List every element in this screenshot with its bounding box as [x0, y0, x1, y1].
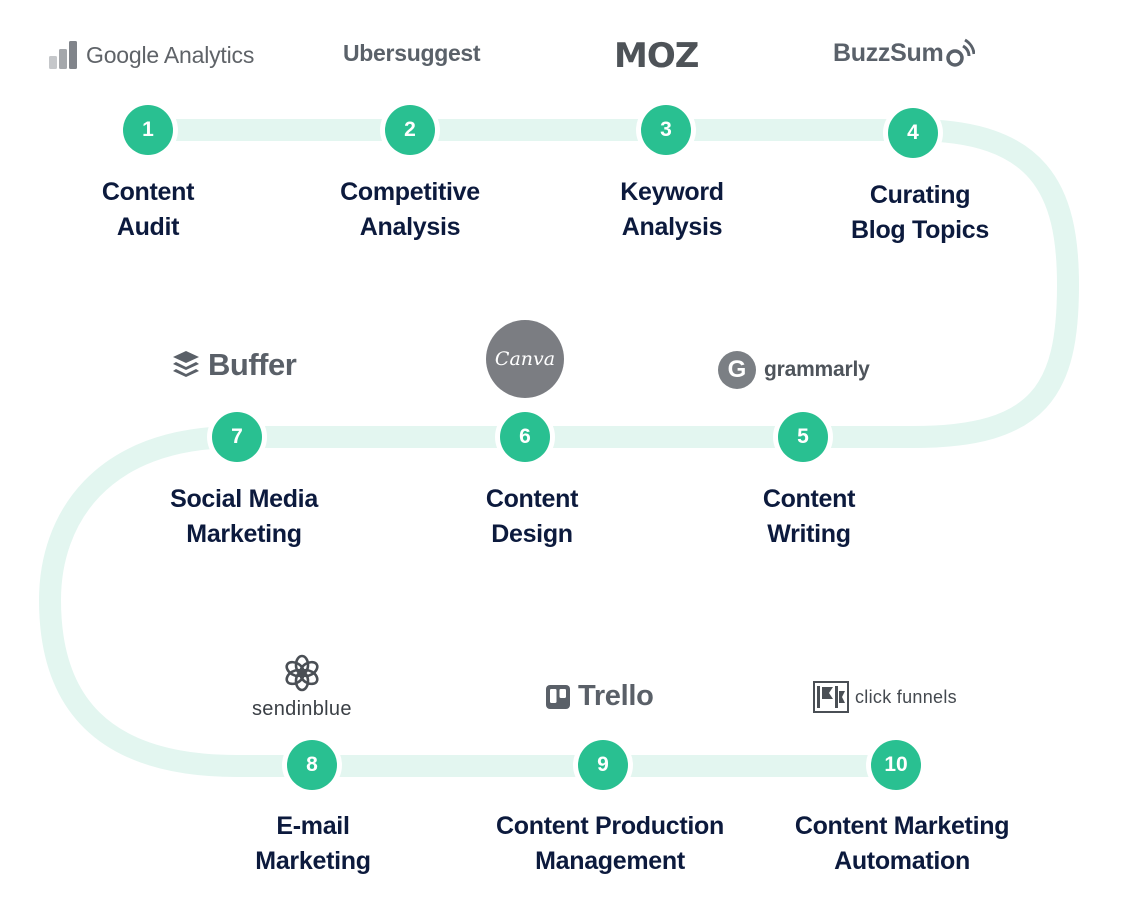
step-label-line: Keyword [620, 178, 724, 206]
step-label-line: Automation [834, 847, 970, 875]
step-label-line: Analysis [621, 213, 723, 241]
step-number-badge: 5 [778, 412, 828, 462]
sendinblue-logo: sendinblue [252, 654, 352, 721]
step-label-line: Marketing [255, 847, 371, 875]
bar-chart-icon [49, 41, 77, 69]
step-label-line: Audit [116, 213, 180, 241]
buffer-text: Buffer [208, 347, 297, 382]
step-label-line: Social Media [170, 485, 318, 513]
step-number-badge: 3 [641, 105, 691, 155]
ubersuggest-text: Ubersuggest [343, 40, 481, 66]
step-number-badge: 4 [888, 108, 938, 158]
sendinblue-text: sendinblue [252, 698, 352, 720]
funnel-flag-icon [813, 681, 849, 713]
trello-text: Trello [578, 680, 654, 712]
trello-logo: Trello [546, 680, 654, 713]
buzzsumo-text: BuzzSum [833, 38, 944, 67]
step-label: Content Production Management [450, 809, 770, 879]
stack-layers-icon [173, 351, 199, 377]
step-label-line: Content Production [496, 812, 724, 840]
step-label-line: Content Marketing [794, 812, 1010, 840]
google-analytics-logo: Google Analytics [48, 40, 254, 70]
step-label: Content Design [372, 482, 692, 552]
step-label-line: Analysis [359, 213, 461, 241]
step-number-badge: 9 [578, 740, 628, 790]
step-number-badge: 7 [212, 412, 262, 462]
ubersuggest-logo: Ubersuggest [343, 40, 481, 67]
step-number-badge: 1 [123, 105, 173, 155]
buzzsumo-logo: BuzzSum [833, 38, 976, 68]
step-label-line: Management [535, 847, 685, 875]
step-label: Competitive Analysis [250, 175, 570, 245]
step-label: Content Audit [0, 175, 308, 245]
moz-text: MOZ [614, 36, 699, 76]
step-label-line: Blog Topics [851, 216, 989, 244]
step-label: Content Writing [649, 482, 969, 552]
step-label: Curating Blog Topics [760, 178, 1080, 248]
step-label-line: Writing [767, 520, 851, 548]
google-analytics-text: Google Analytics [86, 41, 255, 68]
step-label-line: Curating [869, 181, 971, 209]
step-label-line: Marketing [186, 520, 302, 548]
step-label-line: Design [491, 520, 573, 548]
buffer-logo: Buffer [172, 347, 297, 383]
step-label: Content Marketing Automation [742, 809, 1062, 879]
step-label-line: Competitive [340, 178, 480, 206]
step-label: E-mail Marketing [153, 809, 473, 879]
g-circle-icon: G [718, 351, 756, 389]
grammarly-text: grammarly [764, 358, 870, 381]
step-label-line: Content [762, 485, 856, 513]
step-label-line: Content [101, 178, 195, 206]
canva-badge: Canva [486, 320, 564, 398]
grammarly-logo: G grammarly [718, 351, 870, 389]
moz-logo: MOZ [614, 36, 699, 76]
board-icon [546, 684, 570, 709]
step-label-line: Content [485, 485, 579, 513]
step-label: Social Media Marketing [84, 482, 404, 552]
signal-waves-icon [946, 38, 976, 67]
clickfunnels-text: click funnels [855, 686, 957, 707]
clickfunnels-logo: click funnels [813, 681, 957, 713]
step-number-badge: 2 [385, 105, 435, 155]
flower-knot-icon [285, 654, 319, 692]
canva-logo: Canva [486, 320, 564, 398]
step-label: Keyword Analysis [512, 175, 832, 245]
step-label-line: E-mail [276, 812, 350, 840]
step-number-badge: 10 [871, 740, 921, 790]
canva-text: Canva [494, 348, 556, 370]
step-number-badge: 8 [287, 740, 337, 790]
step-number-badge: 6 [500, 412, 550, 462]
